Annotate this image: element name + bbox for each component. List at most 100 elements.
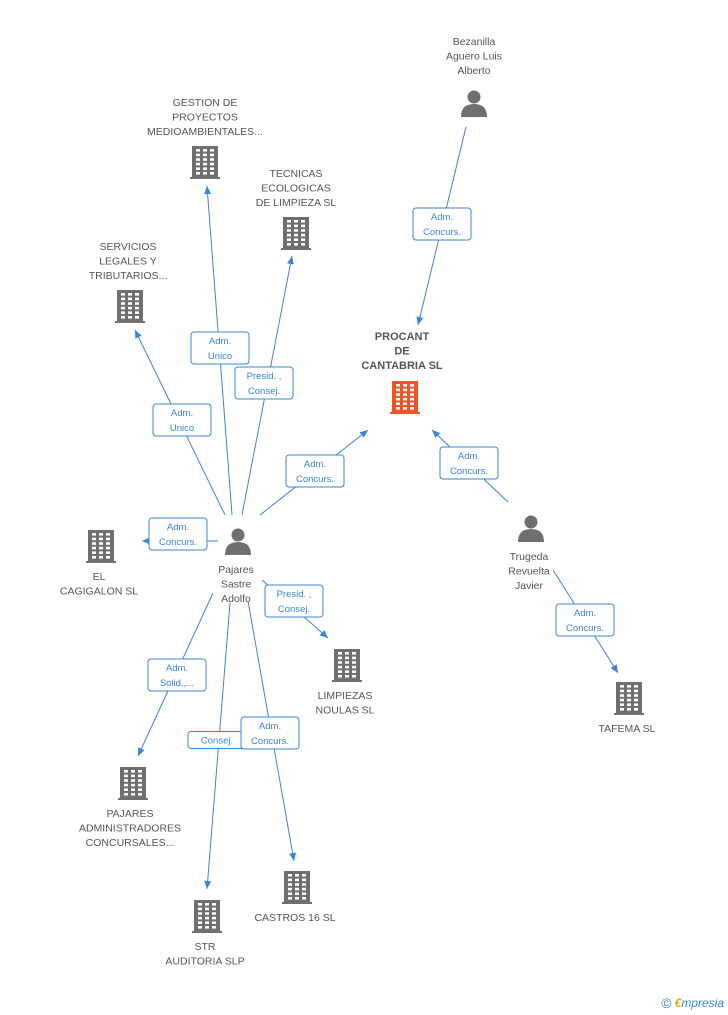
building-window	[212, 916, 216, 920]
building-window	[352, 670, 356, 673]
building-window	[138, 774, 142, 778]
node-label[interactable]: Trugeda	[510, 551, 549, 563]
building-window	[212, 903, 216, 906]
node-label[interactable]: CASTROS 16 SL	[254, 912, 335, 924]
building-window	[198, 912, 202, 915]
node-str[interactable]: STR AUDITORIA SLP	[165, 900, 245, 968]
building-icon[interactable]	[332, 649, 362, 682]
node-label[interactable]: ECOLOGICAS	[261, 183, 330, 195]
edge-pajares-to-servicios: Adm.Unico	[134, 329, 226, 516]
node-label[interactable]: Aguero Luis	[446, 51, 502, 63]
node-label[interactable]: CONCURSALES...	[86, 837, 175, 849]
edge-label[interactable]: Adm.Concurs.	[439, 446, 499, 480]
person-icon[interactable]	[461, 90, 487, 118]
node-label[interactable]: MEDIOAMBIENTALES...	[147, 126, 263, 138]
node-label[interactable]: CAGIGALON SL	[60, 586, 138, 598]
edge-pajares-to-str: Consej.	[187, 602, 247, 890]
person-body	[518, 529, 544, 542]
building-icon[interactable]	[115, 290, 145, 323]
edge-label[interactable]: Adm.Solid.,...	[147, 658, 207, 692]
node-label[interactable]: GESTION DE	[173, 97, 238, 109]
node-label[interactable]: STR	[195, 941, 216, 953]
node-label[interactable]: Revuelta	[508, 566, 550, 578]
node-label[interactable]: AUDITORIA SLP	[165, 956, 244, 968]
node-label[interactable]: LEGALES Y	[99, 256, 157, 268]
edge-label[interactable]: Adm.Unico	[190, 331, 250, 365]
building-icon[interactable]	[281, 217, 311, 250]
building-icon[interactable]	[86, 530, 116, 563]
building-icon[interactable]	[390, 381, 420, 414]
building-icon[interactable]	[190, 146, 220, 179]
node-pajares_adm[interactable]: PAJARES ADMINISTRADORES CONCURSALES...	[79, 767, 181, 849]
node-label[interactable]: Alberto	[457, 65, 490, 77]
building-icon[interactable]	[192, 900, 222, 933]
edge-label[interactable]: Presid. ,Consej.	[264, 584, 324, 618]
node-label[interactable]: DE LIMPIEZA SL	[256, 197, 337, 209]
node-procant[interactable]: PROCANT DE CANTABRIA SL	[361, 331, 443, 414]
arrowhead-icon	[204, 880, 212, 889]
edge-label[interactable]: Adm.Concurs.	[240, 716, 300, 750]
person-head	[467, 90, 481, 104]
edge-pajares-to-limpiezas: Presid. ,Consej.	[261, 579, 329, 639]
node-tafema[interactable]: TAFEMA SL	[599, 682, 656, 735]
building-window	[620, 708, 624, 711]
node-label[interactable]: NOULAS SL	[316, 705, 375, 717]
node-label[interactable]: Pajares	[218, 564, 254, 576]
building-base	[118, 798, 148, 800]
building-window	[196, 149, 200, 152]
node-label[interactable]: PROYECTOS	[172, 112, 238, 124]
edge-label-box	[234, 366, 294, 400]
building-window	[121, 293, 125, 296]
building-window	[403, 397, 407, 401]
edge-label[interactable]: Adm.Concurs.	[148, 517, 208, 551]
node-label[interactable]: Adolfo	[221, 593, 251, 605]
edge-label-text: Presid. ,	[277, 589, 312, 600]
building-window	[410, 402, 414, 405]
node-label[interactable]: Bezanilla	[453, 36, 496, 48]
node-gestion[interactable]: GESTION DE PROYECTOS MEDIOAMBIENTALES...	[147, 97, 263, 179]
node-label[interactable]: ADMINISTRADORES	[79, 823, 181, 835]
building-window	[627, 698, 631, 702]
edge-label[interactable]: Adm.Concurs.	[555, 603, 615, 637]
node-limpiezas[interactable]: LIMPIEZAS NOULAS SL	[316, 649, 375, 717]
node-label[interactable]: EL	[93, 571, 106, 583]
building-window	[205, 903, 209, 906]
node-cagigalon[interactable]: EL CAGIGALON SL	[60, 530, 138, 598]
building-icon[interactable]	[282, 871, 312, 904]
node-tecnicas[interactable]: TECNICAS ECOLOGICAS DE LIMPIEZA SL	[256, 168, 337, 250]
node-label[interactable]: PAJARES	[106, 808, 153, 820]
node-label[interactable]: PROCANT	[375, 331, 430, 343]
building-window	[352, 675, 356, 678]
building-window	[198, 921, 202, 924]
building-icon[interactable]	[614, 682, 644, 715]
node-label[interactable]: TRIBUTARIOS...	[89, 270, 168, 282]
building-window	[203, 153, 207, 157]
building-window	[338, 665, 342, 669]
node-servicios[interactable]: SERVICIOS LEGALES Y TRIBUTARIOS...	[89, 241, 168, 323]
building-window	[128, 311, 132, 314]
node-label[interactable]: LIMPIEZAS	[318, 690, 373, 702]
node-label[interactable]: TAFEMA SL	[599, 723, 656, 735]
node-castros[interactable]: CASTROS 16 SL	[254, 871, 336, 924]
node-label[interactable]: SERVICIOS	[100, 241, 157, 253]
building-window	[301, 224, 305, 228]
edge-label[interactable]: Adm.Concurs.	[285, 454, 345, 488]
node-label[interactable]: CANTABRIA SL	[361, 360, 443, 372]
building-icon[interactable]	[118, 767, 148, 800]
building-window	[620, 685, 624, 688]
person-icon[interactable]	[225, 528, 251, 556]
edge-label[interactable]: Consej.	[187, 731, 247, 749]
building-base	[614, 713, 644, 715]
node-label[interactable]: Javier	[515, 580, 544, 592]
edge-label[interactable]: Presid. ,Consej.	[234, 366, 294, 400]
edge-label-text: Adm.	[574, 608, 596, 619]
node-label[interactable]: DE	[394, 346, 409, 358]
edge-label[interactable]: Adm.Concurs.	[412, 207, 472, 241]
edge-label[interactable]: Adm.Unico	[152, 403, 212, 437]
node-label[interactable]: Sastre	[221, 579, 252, 591]
node-label[interactable]: TECNICAS	[269, 168, 322, 180]
person-icon[interactable]	[518, 515, 544, 543]
